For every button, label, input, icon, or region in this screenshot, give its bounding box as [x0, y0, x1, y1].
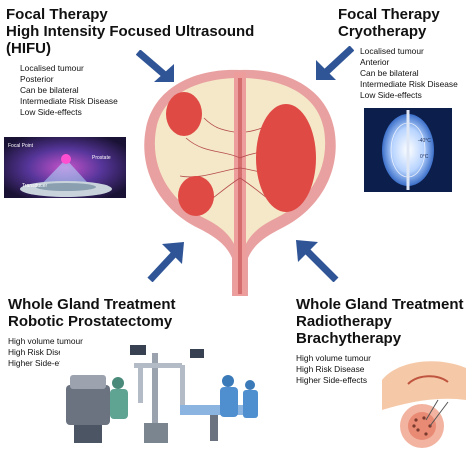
list-item: Intermediate Risk Disease [20, 96, 118, 106]
arrow-up-right-icon [147, 242, 184, 282]
cryotherapy-title-line: Cryotherapy [338, 23, 427, 40]
prostate-cross-section [144, 69, 336, 296]
list-item: Intermediate Risk Disease [360, 79, 458, 89]
prostatectomy-feature-list: High volume tumour High Risk Disease Hig… [8, 336, 176, 369]
hifu-title: Focal Therapy High Intensity Focused Ult… [6, 6, 254, 57]
arrow-up-left-icon [296, 240, 339, 282]
tumour-left-lower [178, 176, 214, 216]
list-item: Can be bilateral [360, 68, 419, 78]
surgeon-console [66, 385, 110, 425]
robotic-surgery-illustration [60, 345, 266, 449]
list-item: High volume tumour [8, 336, 83, 346]
list-item: Anterior [360, 57, 390, 67]
hifu-title-line: Focal Therapy [6, 6, 108, 23]
list-item: Can be bilateral [20, 85, 79, 95]
cryotherapy-image-label: 0°C [420, 154, 429, 160]
list-item: Low Side-effects [360, 90, 422, 100]
tumour-left-upper [166, 92, 202, 136]
list-item: High Risk Disease [8, 347, 77, 357]
prostatectomy-title: Whole Gland Treatment Robotic Prostatect… [8, 296, 176, 330]
arrow-down-left-icon [316, 46, 354, 80]
cryotherapy-title: Focal Therapy Cryotherapy [338, 6, 458, 40]
urethra-lumen [238, 78, 242, 294]
hifu-title-line: High Intensity Focused Ultrasound [6, 23, 255, 40]
hifu-image-label: Transducer [22, 183, 47, 189]
pelvis-outline [382, 361, 466, 410]
list-item: High volume tumour [296, 353, 371, 363]
radiotherapy-feature-list: High volume tumour High Risk Disease Hig… [296, 353, 464, 386]
tumour-right [256, 104, 316, 212]
hifu-image-label: Prostate [92, 155, 111, 161]
radiotherapy-title-line: Radiotherapy [296, 313, 392, 330]
radiotherapy-title-line: Brachytherapy [296, 330, 402, 347]
brachytherapy-illustration [378, 350, 470, 452]
cryotherapy-image-label: -40°C [418, 138, 431, 144]
hifu-section: Focal Therapy High Intensity Focused Ult… [6, 6, 254, 118]
list-item: Localised tumour [20, 63, 84, 73]
cryotherapy-illustration: -40°C 0°C [364, 108, 452, 192]
hifu-feature-list: Localised tumour Posterior Can be bilate… [20, 63, 254, 118]
list-item: Higher Side-effects [8, 358, 80, 368]
radiotherapy-title-line: Whole Gland Treatment [296, 296, 464, 313]
hifu-title-line: (HIFU) [6, 40, 51, 57]
hifu-image-label: Focal Point [8, 143, 34, 149]
prostatectomy-title-line: Whole Gland Treatment [8, 296, 176, 313]
list-item: Higher Side-effects [296, 375, 368, 385]
list-item: Low Side-effects [20, 107, 82, 117]
prostatectomy-section: Whole Gland Treatment Robotic Prostatect… [8, 296, 176, 369]
arrow-down-right-icon [136, 50, 174, 82]
radiotherapy-title: Whole Gland Treatment Radiotherapy Brach… [296, 296, 464, 347]
prostatectomy-title-line: Robotic Prostatectomy [8, 313, 173, 330]
cryotherapy-title-line: Focal Therapy [338, 6, 440, 23]
cryotherapy-section: Focal Therapy Cryotherapy Localised tumo… [338, 6, 458, 101]
radiotherapy-section: Whole Gland Treatment Radiotherapy Brach… [296, 296, 464, 386]
cryotherapy-feature-list: Localised tumour Anterior Can be bilater… [360, 46, 458, 101]
list-item: Posterior [20, 74, 54, 84]
list-item: High Risk Disease [296, 364, 365, 374]
hifu-illustration: Focal Point Prostate Transducer [4, 137, 126, 198]
list-item: Localised tumour [360, 46, 424, 56]
